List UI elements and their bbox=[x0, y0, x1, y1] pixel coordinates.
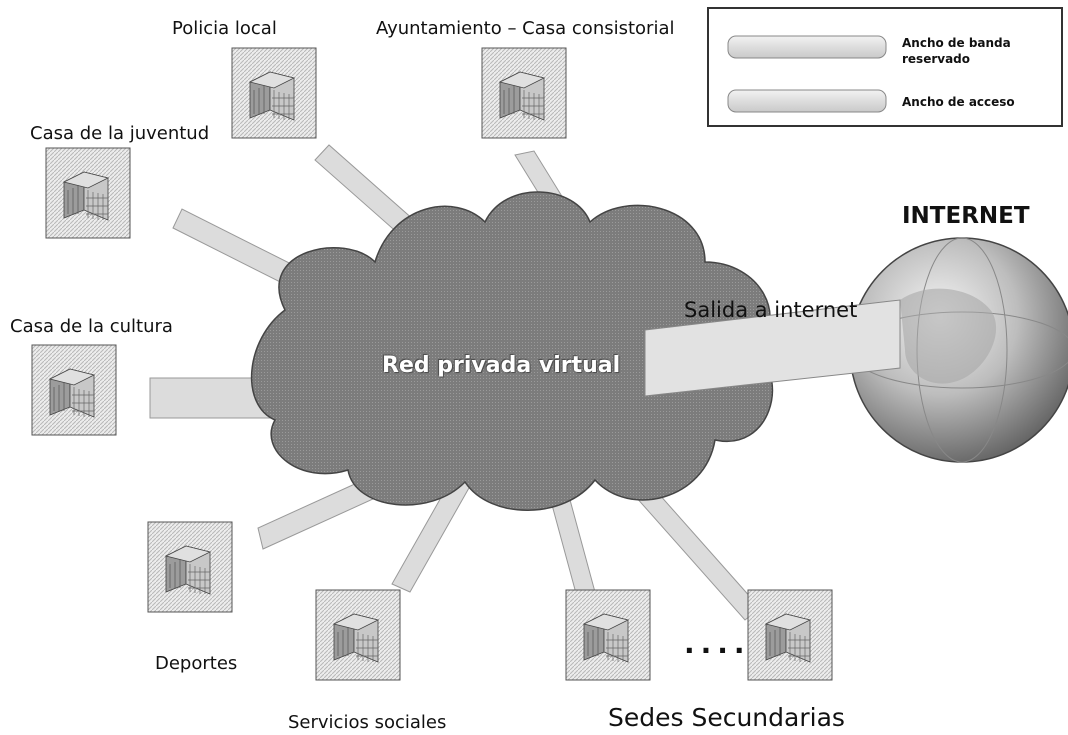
label-deportes: Deportes bbox=[155, 653, 238, 674]
label-sedes-secundarias: Sedes Secundarias bbox=[608, 703, 845, 732]
internet-exit-label: Salida a internet bbox=[684, 298, 858, 322]
legend-label-access: Ancho de acceso bbox=[902, 95, 1015, 109]
building-icon-sede-2 bbox=[747, 589, 833, 681]
building-icon-cultura bbox=[31, 344, 117, 436]
legend-swatch-access bbox=[727, 89, 887, 113]
cloud-shape bbox=[250, 191, 774, 511]
globe-icon bbox=[849, 237, 1068, 463]
building-icon-juventud bbox=[45, 147, 131, 239]
label-casa-cultura: Casa de la cultura bbox=[10, 316, 173, 337]
label-casa-juventud: Casa de la juventud bbox=[30, 123, 210, 144]
building-icon-ayuntamiento bbox=[481, 47, 567, 139]
building-icon-policia bbox=[231, 47, 317, 139]
pipe-connector bbox=[257, 477, 374, 550]
building-icon-servicios bbox=[315, 589, 401, 681]
ellipsis: .... bbox=[684, 627, 751, 660]
internet-title: INTERNET bbox=[902, 203, 1030, 229]
label-servicios-sociales: Servicios sociales bbox=[288, 712, 447, 733]
vpn-label: Red privada virtual bbox=[382, 353, 621, 378]
legend-swatch-reserved bbox=[727, 35, 887, 59]
label-policia-local: Policia local bbox=[172, 18, 277, 39]
internet-exit-pipe bbox=[644, 299, 901, 397]
legend bbox=[707, 7, 1063, 127]
label-ayuntamiento: Ayuntamiento – Casa consistorial bbox=[376, 18, 675, 39]
legend-label-reserved: Ancho de banda reservado bbox=[902, 36, 1011, 66]
building-icon-deportes bbox=[147, 521, 233, 613]
building-icon-sede-1 bbox=[565, 589, 651, 681]
